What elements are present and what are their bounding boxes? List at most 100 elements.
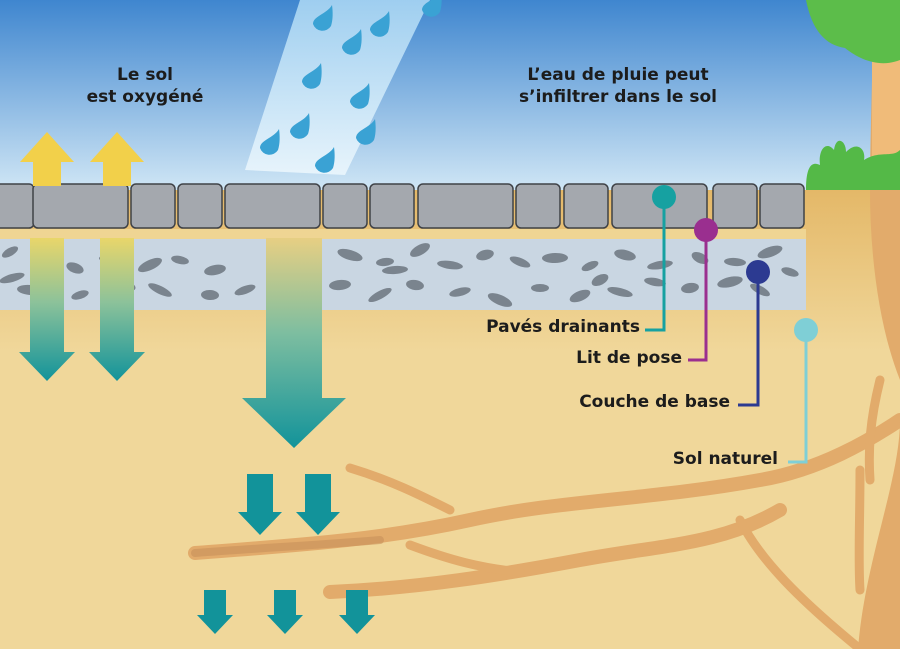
pavers-label: Pavés drainants	[486, 317, 640, 337]
gravel-stone	[647, 260, 673, 270]
bedding-leader-line	[688, 230, 708, 362]
raindrop	[422, 0, 442, 17]
air-down-arrow	[89, 238, 145, 381]
tree-foliage	[806, 0, 900, 64]
base-leader-line	[738, 272, 760, 407]
gravel-stone	[437, 260, 463, 270]
bedding-strip	[0, 229, 806, 239]
paver-block	[32, 183, 129, 229]
bedding-leader-dot	[694, 218, 718, 242]
gravel-stone	[509, 256, 531, 268]
water-drip-arrow	[267, 590, 303, 634]
paver-block	[130, 183, 176, 229]
grass-tuft	[806, 140, 900, 190]
tree-root	[405, 540, 525, 577]
air-up-arrow	[90, 132, 144, 186]
gravel-stone	[750, 283, 770, 297]
water-drip-arrow	[339, 590, 375, 634]
water-drip-arrow	[238, 474, 282, 535]
raindrop	[315, 147, 335, 173]
gravel-stone	[410, 243, 430, 257]
gravel-stone	[607, 287, 633, 297]
raindrop	[370, 11, 390, 37]
raindrop	[290, 113, 310, 139]
gravel-stone	[569, 289, 591, 303]
paver-block	[563, 183, 609, 229]
gravel-stone	[204, 264, 226, 276]
gravel-stone	[614, 249, 636, 261]
pavers-leader-line	[645, 197, 666, 332]
gravel-stone	[368, 287, 392, 303]
gravel-stone	[66, 262, 84, 274]
gravel-stone	[138, 257, 162, 273]
base-label: Couche de base	[579, 392, 730, 412]
gravel-stone	[171, 255, 189, 265]
tree-root	[345, 463, 455, 515]
water-infiltration-arrow	[242, 238, 346, 448]
raindrop	[302, 63, 322, 89]
natural-soil-leader-line	[788, 330, 808, 464]
tree-root	[735, 515, 865, 649]
gravel-stone	[201, 289, 219, 301]
raindrop	[342, 29, 362, 55]
paver-block	[0, 183, 35, 229]
gravel-stone	[148, 283, 172, 297]
gravel-stone	[406, 279, 424, 291]
rain-label: L’eau de pluie peut s’infiltrer dans le …	[519, 65, 717, 107]
arrows	[19, 132, 375, 634]
gravel-stone	[71, 290, 89, 300]
gravel-stone	[382, 265, 408, 275]
paver-block	[759, 183, 805, 229]
tree-root	[323, 503, 787, 599]
gravel-stone	[1, 246, 19, 258]
gravel-stone	[376, 257, 394, 267]
gravel-stone	[476, 249, 494, 261]
paver-block	[417, 183, 514, 229]
raindrop	[350, 83, 370, 109]
paver-block	[322, 183, 368, 229]
gravel-stone	[717, 276, 743, 288]
water-drip-arrow	[197, 590, 233, 634]
air-down-arrow	[19, 238, 75, 381]
gravel-stone	[691, 251, 709, 265]
tree-root-shadow	[191, 536, 384, 557]
raindrops	[260, 0, 442, 173]
bedding-label: Lit de pose	[576, 348, 682, 368]
natural-soil-leader-dot	[794, 318, 818, 342]
gravel-stone	[644, 277, 666, 287]
raindrop	[313, 5, 333, 31]
gravel-stone	[337, 248, 363, 262]
gravel-stone	[581, 260, 599, 272]
tree-root	[854, 465, 865, 595]
base-gravel-layer	[0, 238, 806, 310]
sky	[0, 0, 900, 200]
label-leader-lines	[645, 185, 818, 464]
paver-block	[712, 183, 758, 229]
air-up-arrow	[20, 132, 74, 186]
paver-block	[369, 183, 415, 229]
oxygen-label: Le sol est oxygéné	[86, 65, 204, 107]
paver-block	[177, 183, 223, 229]
paver-row	[0, 183, 805, 229]
gravel-stone	[781, 267, 799, 277]
paver-block	[224, 183, 321, 229]
tree-root	[864, 375, 885, 485]
gravel-stone	[0, 272, 25, 284]
pavers-leader-dot	[652, 185, 676, 209]
gravel-stone	[234, 284, 256, 296]
gravel-stone	[724, 257, 746, 267]
paver-block	[515, 183, 561, 229]
water-drip-arrow	[296, 474, 340, 535]
tree	[806, 0, 900, 649]
gravel-stone	[487, 293, 513, 307]
base-leader-dot	[746, 260, 770, 284]
gravel-stone	[329, 279, 351, 291]
raindrop	[356, 119, 376, 145]
gravel-stone	[449, 287, 471, 297]
gravel-stone	[542, 252, 568, 264]
gravel-stone	[531, 284, 549, 292]
gravel-stone	[757, 245, 783, 259]
tree-roots	[188, 375, 900, 649]
